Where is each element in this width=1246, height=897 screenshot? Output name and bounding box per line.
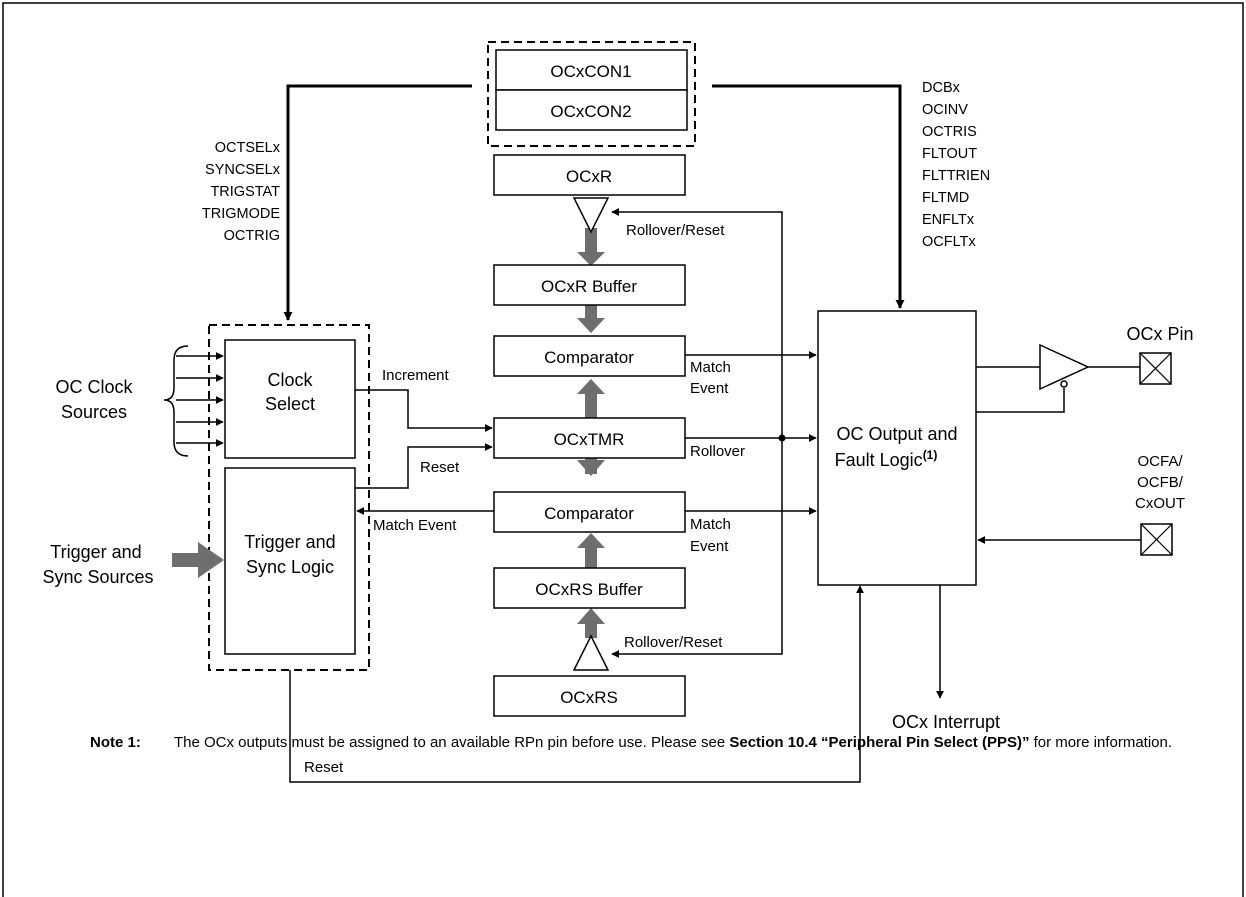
signal-name: OCTSELx — [215, 140, 281, 156]
clock-select-box — [224, 339, 356, 459]
oc-output-fault-logic-label: OC Output and — [836, 424, 957, 444]
increment-label: Increment — [382, 367, 450, 384]
output-enable-line — [976, 388, 1065, 413]
clock-trigger-dashed-group — [208, 324, 370, 671]
control-line-left — [283, 84, 472, 321]
ocx-pin-label: OCx Pin — [1126, 324, 1193, 344]
signal-name: ENFLTx — [922, 212, 975, 228]
signal-name: TRIGMODE — [202, 206, 280, 222]
match-event-top-label-2: Event — [690, 380, 729, 397]
ocx-interrupt-label: OCx Interrupt — [892, 712, 1000, 732]
trigger-sync-sources-arrow — [172, 553, 206, 567]
ocxr-buffer-box — [493, 264, 686, 306]
match-event-bottom-label: Match — [690, 516, 731, 533]
signal-name: OCFLTx — [922, 234, 976, 250]
ocxrs-label: OCxRS — [560, 688, 618, 707]
signal-name: TRIGSTAT — [210, 184, 280, 200]
ocxcon2-label: OCxCON2 — [550, 102, 631, 121]
rollover-reset-line — [611, 208, 783, 438]
control-line-right — [712, 84, 905, 309]
match-event-top-label: Match — [690, 359, 731, 376]
signal-name: DCBx — [922, 80, 961, 96]
fault-logic-text: Fault Logic — [835, 450, 923, 470]
clock-select-label-2: Select — [265, 394, 315, 414]
ocxtmr-box — [493, 417, 686, 459]
clock-sources-brace — [163, 345, 189, 457]
trigger-sync-sources-label: Trigger and — [50, 542, 141, 562]
trigger-sync-logic-box — [224, 467, 356, 655]
match-event-bottom-label-2: Event — [690, 538, 729, 555]
ocxr-transfer-gate — [572, 197, 610, 234]
note-section-reference: Section 10.4 “Peripheral Pin Select (PPS… — [729, 734, 1030, 751]
fault-pins-label-2: OCFB/ — [1137, 474, 1184, 491]
ocxcon1-label: OCxCON1 — [550, 62, 631, 81]
comparator-top-label: Comparator — [544, 348, 634, 367]
note-body: The OCx outputs must be assigned to an a… — [174, 732, 1224, 754]
oc-clock-sources-label: OC Clock — [55, 377, 133, 397]
signal-name: FLTOUT — [922, 146, 977, 162]
clock-source-arrows — [176, 352, 224, 447]
clock-select-label: Clock — [267, 370, 313, 390]
trigger-sync-sources-arrowhead — [198, 542, 224, 578]
ocxr-label: OCxR — [566, 167, 612, 186]
rollover-reset-top-label: Rollover/Reset — [626, 222, 725, 239]
signal-name: FLTMD — [922, 190, 969, 206]
rollover-label: Rollover — [690, 443, 745, 460]
ocxrs-buffer-box — [493, 567, 686, 609]
increment-line — [355, 389, 493, 432]
ocxcon2-box — [495, 89, 688, 131]
note-text-before: The OCx outputs must be assigned to an a… — [174, 734, 730, 751]
ocxrs-buffer-label: OCxRS Buffer — [535, 580, 643, 599]
signal-name: SYNCSELx — [205, 162, 281, 178]
reset-mid-label: Reset — [420, 459, 460, 476]
fault-pin-icon — [1140, 523, 1173, 556]
reset-bottom-line — [289, 585, 864, 783]
ocxtmr-label: OCxTMR — [554, 430, 625, 449]
oc-output-fault-logic-box — [817, 310, 977, 586]
output-buffer-enable-bubble — [1060, 380, 1068, 388]
fault-logic-superscript: (1) — [923, 448, 938, 462]
trigger-sync-logic-label-2: Sync Logic — [246, 557, 334, 577]
comparator-bottom-box — [493, 491, 686, 533]
signal-name: OCTRIG — [224, 228, 280, 244]
note-label: Note 1: — [90, 734, 141, 751]
data-bus-arrows — [577, 228, 605, 638]
fault-pins-label-3: CxOUT — [1135, 495, 1185, 512]
note-text-after: for more information. — [1029, 734, 1173, 751]
ocxrs-box — [493, 675, 686, 717]
oc-output-fault-logic-label-2: Fault Logic(1) — [835, 448, 938, 470]
right-control-signals: DCBx OCINV OCTRIS FLTOUT FLTTRIEN FLTMD … — [922, 80, 990, 250]
reset-line — [355, 443, 493, 489]
ocxr-buffer-label: OCxR Buffer — [541, 277, 637, 296]
comparator-bottom-label: Comparator — [544, 504, 634, 523]
comparator-top-box — [493, 335, 686, 377]
ocx-pin-icon — [1139, 352, 1172, 385]
signal-name: FLTTRIEN — [922, 168, 990, 184]
match-event-left-label: Match Event — [373, 517, 457, 534]
left-control-signals: OCTSELx SYNCSELx TRIGSTAT TRIGMODE OCTRI… — [202, 140, 281, 244]
reset-bottom-label: Reset — [304, 759, 344, 776]
trigger-sync-sources-label-2: Sync Sources — [42, 567, 153, 587]
rollover-reset-line-lower — [611, 438, 783, 658]
signal-name: OCTRIS — [922, 124, 977, 140]
ocxr-box — [493, 154, 686, 196]
ocxrs-transfer-gate — [572, 634, 610, 671]
fault-pins-label: OCFA/ — [1137, 453, 1183, 470]
oc-clock-sources-label-2: Sources — [61, 402, 127, 422]
rollover-reset-bottom-label: Rollover/Reset — [624, 634, 723, 651]
output-buffer-triangle — [1039, 343, 1090, 391]
trigger-sync-logic-label: Trigger and — [244, 532, 335, 552]
signal-name: OCINV — [922, 102, 968, 118]
